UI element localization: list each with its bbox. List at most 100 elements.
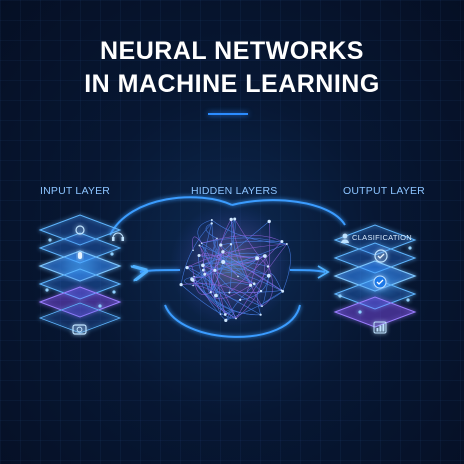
mesh-connection [192, 236, 202, 251]
mesh-node [266, 265, 270, 268]
mesh-node [266, 273, 271, 278]
mesh-node [263, 254, 267, 258]
mesh-connection [230, 219, 263, 307]
mesh-node [228, 291, 231, 294]
mesh-node [200, 242, 203, 244]
mesh-connection [215, 282, 251, 296]
right-flow-arrow [289, 269, 326, 273]
mesh-connection [187, 267, 237, 319]
output-layer-label: OUTPUT LAYER [343, 185, 425, 197]
mesh-node [197, 254, 201, 257]
mesh-connection [204, 258, 258, 275]
mesh-node [219, 313, 222, 316]
mesh-connection [199, 245, 237, 319]
mesh-connection [210, 218, 236, 293]
mesh-node [203, 272, 207, 276]
mesh-connection [198, 255, 226, 315]
mesh-node [235, 317, 237, 320]
mesh-connection [229, 241, 283, 293]
top-flow-arc [109, 196, 233, 236]
brain-icon [75, 225, 85, 235]
mesh-connection [225, 311, 235, 321]
mesh-connection [214, 251, 224, 271]
mesh-connection [203, 269, 216, 293]
mesh-connection [183, 276, 195, 286]
mesh-connection [201, 234, 283, 244]
title-divider [208, 113, 248, 115]
mesh-connection [202, 252, 266, 266]
mesh-connection [211, 219, 287, 245]
mesh-node [280, 240, 284, 243]
mesh-node [237, 275, 239, 278]
mesh-connection [180, 223, 212, 285]
hidden-layers-mesh [170, 203, 294, 327]
mesh-node [249, 283, 253, 287]
mesh-connection [261, 255, 273, 307]
mesh-connection [193, 285, 217, 296]
mesh-node [229, 243, 233, 246]
mesh-connection [199, 245, 269, 277]
classification-label: CLASIFICATION [352, 233, 413, 242]
mesh-node [191, 278, 195, 282]
mesh-node [216, 237, 218, 240]
bar-chart-icon [373, 321, 387, 334]
mesh-connection [210, 285, 251, 300]
mesh-node [185, 266, 189, 270]
person-icon [341, 233, 349, 243]
mesh-node [214, 293, 218, 298]
camera-icon [72, 324, 87, 335]
page-title-line-1: NEURAL NETWORKS [100, 37, 364, 65]
mesh-connection [203, 223, 212, 275]
mesh-connection [180, 284, 237, 319]
mesh-connection [187, 261, 269, 268]
mesh-node [223, 313, 227, 316]
mesh-node [252, 282, 256, 286]
mesh-connection [247, 285, 262, 294]
mesh-connection [193, 276, 237, 319]
mesh-node [229, 217, 233, 222]
mesh-connection [181, 283, 263, 307]
mesh-node [259, 289, 263, 293]
mesh-node [285, 243, 288, 245]
mesh-connection [199, 245, 213, 293]
mesh-node [239, 298, 242, 301]
mesh-node [224, 318, 228, 322]
mesh-node [201, 263, 205, 268]
mesh-node [210, 219, 213, 221]
mesh-node [213, 268, 217, 272]
mesh-connection [193, 276, 211, 295]
mesh-connection [210, 219, 232, 293]
mesh-connection [198, 255, 258, 259]
mesh-connection [282, 243, 291, 292]
mesh-node [221, 250, 225, 254]
microphone-icon [78, 252, 82, 259]
checkmark-icon [374, 249, 388, 263]
mesh-connection [210, 238, 221, 315]
mesh-node [281, 289, 285, 293]
mesh-node [221, 260, 226, 264]
mesh-node [198, 244, 201, 247]
mesh-node [193, 275, 195, 278]
mesh-node [255, 256, 260, 261]
mesh-connection [198, 253, 239, 277]
mesh-connection [205, 223, 218, 239]
mesh-connection [214, 238, 224, 263]
mesh-connection [204, 273, 241, 301]
mesh-node [201, 268, 205, 272]
mesh-node [210, 222, 213, 225]
mesh-node [219, 243, 223, 247]
mesh-node [233, 217, 237, 221]
input-layer-label: INPUT LAYER [40, 185, 111, 197]
output-nodes [338, 246, 412, 314]
right-arrow-head [317, 265, 330, 279]
mesh-connection [197, 219, 212, 244]
mesh-connection [204, 267, 269, 277]
mesh-connection [191, 278, 261, 315]
headphones-icon [112, 232, 124, 241]
mesh-node [261, 305, 263, 308]
mesh-connection [202, 265, 226, 315]
mesh-connection [225, 275, 269, 321]
mesh-connection [223, 255, 266, 265]
mesh-node [179, 283, 183, 287]
